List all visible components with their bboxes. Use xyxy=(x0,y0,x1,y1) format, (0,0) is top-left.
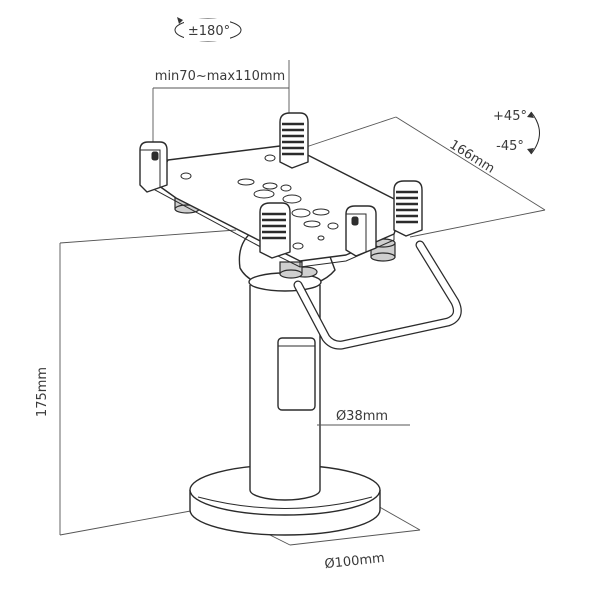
clamp-jaw-back-right xyxy=(279,112,309,169)
tilt-up-label: +45° xyxy=(493,109,527,124)
clamp-range-dimension: min70~max110mm xyxy=(152,60,290,148)
stand-pole: Ø38mm xyxy=(249,285,410,501)
plate-holes xyxy=(180,154,339,250)
height-dimension: 175mm xyxy=(35,229,237,536)
clamp-range-label: min70~max110mm xyxy=(155,69,285,84)
height-label: 175mm xyxy=(35,367,50,417)
stand-handle xyxy=(293,240,462,350)
rotation-indicator: ±180° xyxy=(174,17,242,42)
tilt-down-label: -45° xyxy=(496,139,524,154)
pole-diameter-label: Ø38mm xyxy=(336,409,388,424)
depth-label: 166mm xyxy=(447,137,497,176)
clamp-jaw-back-left xyxy=(139,141,168,193)
tilt-indicator: +45° -45° xyxy=(493,109,540,155)
rotation-label: ±180° xyxy=(188,24,230,39)
clamp-jaw-front-right xyxy=(345,205,377,257)
base-diameter-dimension: Ø100mm xyxy=(235,504,421,572)
clamp-jaw-front-left xyxy=(259,202,291,259)
clamp-jaw-right xyxy=(393,180,423,237)
base-diameter-label: Ø100mm xyxy=(324,551,386,572)
